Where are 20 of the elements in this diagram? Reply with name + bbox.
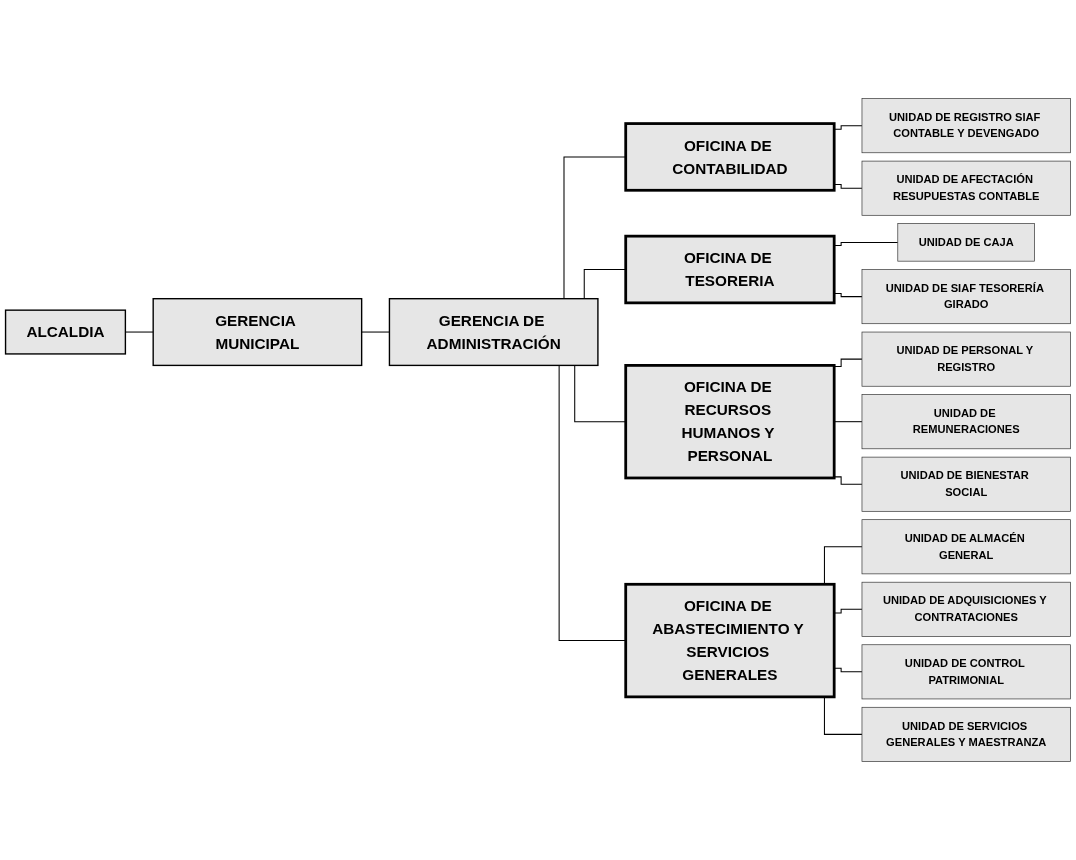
node-box: UNIDAD DE PERSONAL Y REGISTRO [861,331,1071,387]
node-box: UNIDAD DE SERVICIOS GENERALES Y MAESTRANZA [861,706,1071,762]
node-box: UNIDAD DE BIENESTAR SOCIAL [861,456,1071,512]
node-box: OFICINA DE ABASTECIMIENTO Y SERVICIOS GENERALES [624,582,836,699]
node-box: OFICINA DE CONTABILIDAD [624,122,836,192]
connector [833,476,863,485]
node-box: UNIDAD DE CAJA [897,223,1035,262]
node-box: GERENCIA MUNICIPAL [152,297,363,367]
node-box: UNIDAD DE SIAF TESORERÍA GIRADO [861,269,1071,324]
node-box: UNIDAD DE REGISTRO SIAF CONTABLE Y DEVENGADO [861,98,1071,154]
node-box: UNIDAD DE CONTROL PATRIMONIAL [861,644,1071,700]
node-box: GERENCIA DE ADMINISTRACIÓN [388,297,599,367]
node-box: UNIDAD DE AFECTACIÓN RESUPUESTAS CONTABLE [861,160,1071,216]
node-box: ALCALDIA [4,309,127,355]
node-box: UNIDAD DE ADQUISICIONES Y CONTRATACIONES [861,581,1071,637]
node-box: UNIDAD DE ALMACÉN GENERAL [861,519,1071,575]
node-box: OFICINA DE RECURSOS HUMANOS Y PERSONAL [624,364,836,480]
node-box: OFICINA DE TESORERIA [624,234,836,305]
node-box: UNIDAD DE REMUNERACIONES [861,394,1071,450]
connector [361,331,390,333]
